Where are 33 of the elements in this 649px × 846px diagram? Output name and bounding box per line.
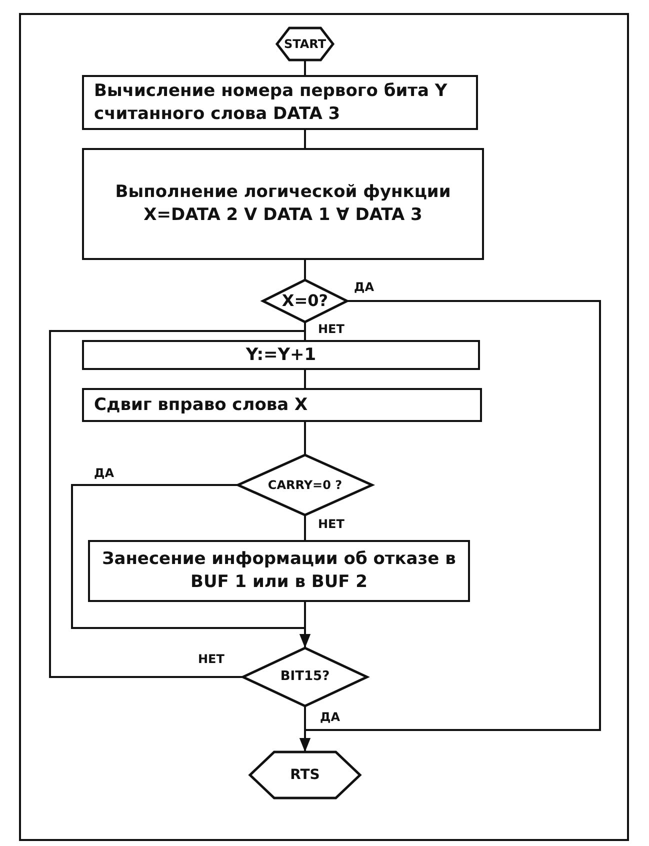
decision-diamond (243, 648, 367, 706)
connector (299, 300, 601, 752)
connector (304, 260, 306, 280)
decision-diamond (263, 280, 347, 322)
connector (304, 60, 306, 75)
connector (304, 370, 306, 388)
node-text: X=DATA 2 V DATA 1 ∀ DATA 3 (144, 204, 422, 227)
process-box (82, 388, 482, 422)
edge-label: ДА (352, 280, 376, 294)
connector (71, 484, 311, 648)
connector (304, 130, 306, 148)
node-text: START (284, 36, 326, 52)
node-text: Вычисление номера первого бита Y считанного слова DATA 3 (94, 80, 448, 126)
process-box (82, 148, 484, 260)
node-text: RTS (290, 766, 320, 784)
node-text: X=0? (282, 290, 328, 312)
node-text: CARRY=0 ? (268, 476, 342, 494)
node-text: Выполнение логической функции (115, 181, 451, 204)
connector (49, 330, 306, 678)
edge-label: ДА (318, 710, 342, 724)
node-text: Сдвиг вправо слова X (94, 394, 309, 416)
decision-diamond (238, 455, 372, 515)
node-text: BIT15? (280, 668, 330, 686)
terminal-symbol (277, 28, 333, 60)
process-box (82, 340, 480, 370)
node-text: Занесение информации об отказе в BUF 1 или в BUF 2 (101, 548, 457, 594)
process-box (88, 540, 470, 602)
connector (304, 422, 306, 455)
edge-label: ДА (92, 466, 116, 480)
node-text: Y:=Y+1 (246, 344, 316, 366)
connector (304, 515, 306, 540)
terminal-symbol (250, 752, 360, 798)
process-box (82, 75, 478, 130)
